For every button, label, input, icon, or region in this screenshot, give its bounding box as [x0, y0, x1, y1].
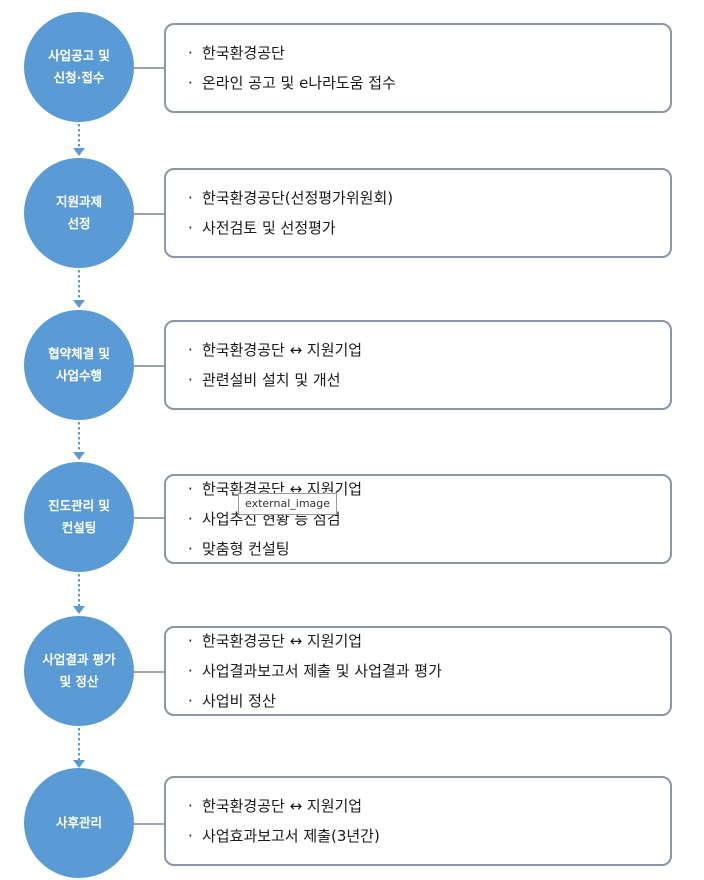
- step-4-item-3-text: 맞춤형 컨설팅: [202, 540, 290, 558]
- bullet-dot: ·: [188, 662, 193, 680]
- step-3-item-2-text: 관련설비 설치 및 개선: [202, 371, 341, 389]
- step-1-connector: [134, 67, 164, 69]
- bullet-dot: ·: [188, 632, 193, 650]
- step-2-item-2: · 사전검토 및 선정평가: [188, 213, 670, 243]
- bullet-dot: ·: [188, 797, 193, 815]
- step-4-circle-line-1: 진도관리 및: [48, 498, 110, 514]
- step-6-box: · 한국환경공단 ↔ 지원기업 · 사업효과보고서 제출(3년간): [164, 776, 672, 866]
- step-3-circle-line-2: 사업수행: [55, 368, 102, 383]
- step-1-circle-line-2: 신청·접수: [53, 70, 105, 85]
- flow-arrow-4: [73, 574, 85, 614]
- step-6-item-1: · 한국환경공단 ↔ 지원기업: [188, 791, 670, 821]
- step-5-circle-line-1: 사업결과 평가: [42, 652, 116, 668]
- step-4-item-3: · 맞춤형 컨설팅: [188, 534, 670, 564]
- flow-arrow-2: [73, 270, 85, 308]
- flow-arrow-1: [73, 124, 85, 156]
- bullet-dot: ·: [188, 827, 193, 845]
- step-3-circle: 협약체결 및 사업수행: [24, 310, 134, 420]
- step-3-connector: [134, 365, 164, 367]
- step-5-item-3: · 사업비 정산: [188, 686, 670, 716]
- bullet-dot: ·: [188, 692, 193, 710]
- step-1-item-1-text: 한국환경공단: [202, 44, 285, 62]
- step-3-box: · 한국환경공단 ↔ 지원기업 · 관련설비 설치 및 개선: [164, 320, 672, 410]
- step-2-connector: [134, 213, 164, 215]
- step-5-item-3-text: 사업비 정산: [202, 692, 276, 710]
- bullet-dot: ·: [188, 219, 193, 237]
- step-1-item-2: · 온라인 공고 및 e나라도움 접수: [188, 68, 670, 98]
- step-6-item-1-text: 한국환경공단 ↔ 지원기업: [202, 797, 363, 815]
- step-6-item-2-text: 사업효과보고서 제출(3년간): [202, 827, 380, 845]
- step-5-circle: 사업결과 평가 및 정산: [24, 616, 134, 726]
- bullet-dot: ·: [188, 371, 193, 389]
- bullet-dot: ·: [188, 74, 193, 92]
- step-3-item-1: · 한국환경공단 ↔ 지원기업: [188, 335, 670, 365]
- step-4-box: ·한국환경공단 ↔ 지원기업 ·사업추진 현황 등 점검 ·맞춤형 컨설팅: [164, 474, 672, 564]
- step-2-item-1: · 한국환경공단(선정평가위원회): [188, 183, 670, 213]
- step-2-item-2-text: 사전검토 및 선정평가: [202, 219, 336, 237]
- step-3-item-2: · 관련설비 설치 및 개선: [188, 365, 670, 395]
- step-5-box: · 한국환경공단 ↔ 지원기업 · 사업결과보고서 제출 및 사업결과 평가 · 사업…: [164, 626, 672, 716]
- step-1-item-2-text: 온라인 공고 및 e나라도움 접수: [202, 74, 396, 92]
- step-1-item-1: · 한국환경공단: [188, 38, 670, 68]
- step-2-circle: 지원과제 선정: [24, 158, 134, 268]
- flow-arrow-3: [73, 422, 85, 460]
- flow-arrow-5: [73, 728, 85, 768]
- step-2-box: · 한국환경공단(선정평가위원회) · 사전검토 및 선정평가: [164, 168, 672, 258]
- step-3-circle-line-1: 협약체결 및: [48, 346, 110, 362]
- step-4-circle-line-2: 컨설팅: [61, 520, 97, 535]
- step-5-item-2: · 사업결과보고서 제출 및 사업결과 평가: [188, 656, 670, 686]
- step-1-circle-line-1: 사업공고 및: [48, 48, 110, 64]
- step-6-item-2: · 사업효과보고서 제출(3년간): [188, 821, 670, 851]
- step-2-item-1-text: 한국환경공단(선정평가위원회): [202, 189, 394, 207]
- step-4-connector: [134, 517, 164, 519]
- step-3-item-1-text: 한국환경공단 ↔ 지원기업: [202, 341, 363, 359]
- step-6-connector: [134, 823, 164, 825]
- bullet-dot: ·: [188, 44, 193, 62]
- bullet-dot: ·: [188, 341, 193, 359]
- step-5-item-2-text: 사업결과보고서 제출 및 사업결과 평가: [202, 662, 442, 680]
- step-1-circle: 사업공고 및 신청·접수: [24, 12, 134, 122]
- external-image-tooltip: external_image: [238, 493, 338, 515]
- bullet-dot: ·: [188, 480, 193, 498]
- bullet-dot: ·: [188, 540, 193, 558]
- step-2-circle-line-2: 선정: [67, 216, 91, 231]
- step-5-circle-line-2: 및 정산: [59, 674, 99, 689]
- step-5-connector: [134, 671, 164, 673]
- step-5-item-1: · 한국환경공단 ↔ 지원기업: [188, 626, 670, 656]
- step-1-box: · 한국환경공단 · 온라인 공고 및 e나라도움 접수: [164, 23, 672, 113]
- step-2-circle-line-1: 지원과제: [55, 194, 102, 210]
- step-6-circle-line-1: 사후관리: [55, 815, 102, 831]
- step-4-circle: 진도관리 및 컨설팅: [24, 462, 134, 572]
- step-5-item-1-text: 한국환경공단 ↔ 지원기업: [202, 632, 363, 650]
- bullet-dot: ·: [188, 189, 193, 207]
- bullet-dot: ·: [188, 510, 193, 528]
- step-6-circle: 사후관리: [24, 768, 134, 878]
